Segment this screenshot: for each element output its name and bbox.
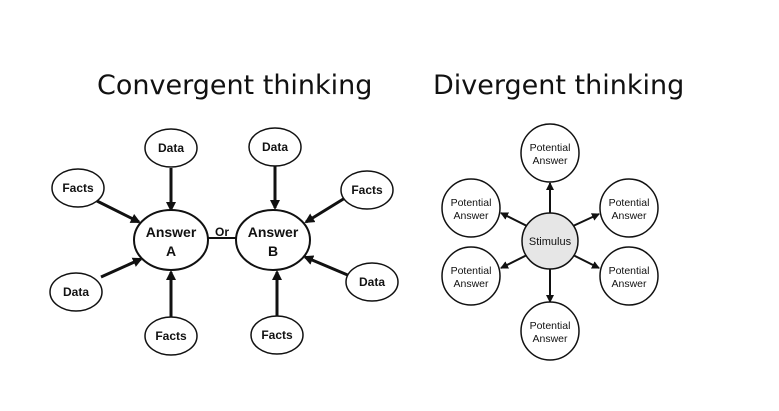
svg-text:Facts: Facts (351, 183, 383, 197)
answer-a-label-line2: A (166, 243, 176, 259)
svg-text:Facts: Facts (62, 181, 94, 195)
answer-a-label-line1: Answer (146, 224, 197, 240)
svg-text:Answer: Answer (611, 210, 647, 222)
svg-text:Facts: Facts (155, 329, 187, 343)
svg-text:Data: Data (359, 275, 385, 289)
input-node-a-facts-bottom: Facts (144, 316, 198, 356)
arrow-data-bottom-to-answer-a (100, 257, 143, 279)
svg-text:Data: Data (158, 141, 184, 155)
input-node-b-facts-right: Facts (340, 170, 394, 210)
svg-text:Answer: Answer (453, 278, 489, 290)
arrow-stimulus-to-lower-right (572, 254, 600, 269)
input-node-b-data-bottom-right: Data (345, 262, 399, 302)
svg-text:Answer: Answer (532, 333, 568, 345)
arrow-stimulus-to-upper-left (500, 212, 528, 227)
stimulus-node: Stimulus (521, 212, 579, 270)
arrow-stimulus-to-lower-left (500, 254, 528, 269)
input-node-a-data-top: Data (144, 128, 198, 168)
stimulus-label: Stimulus (529, 236, 572, 248)
input-node-a-facts-left: Facts (51, 168, 105, 208)
arrow-stimulus-to-upper-right (572, 213, 600, 227)
svg-text:Potential: Potential (609, 197, 650, 209)
potential-answer-upper-left: Potential Answer (441, 178, 501, 238)
convergent-diagram: Or Answer A Answer B Data Facts (49, 127, 399, 356)
svg-text:Potential: Potential (530, 142, 571, 154)
answer-b-label-line1: Answer (248, 224, 299, 240)
svg-text:Answer: Answer (532, 155, 568, 167)
potential-answer-top: Potential Answer (520, 123, 580, 183)
answer-b-node: Answer B (235, 209, 311, 271)
convergent-thinking-title: Convergent thinking (97, 70, 373, 101)
divergent-diagram: Stimulus Potential Answer Potential Answ… (441, 123, 659, 361)
potential-answer-lower-left: Potential Answer (441, 246, 501, 306)
svg-text:Potential: Potential (451, 265, 492, 277)
svg-text:Potential: Potential (451, 197, 492, 209)
arrow-data-bottom-to-answer-b (303, 255, 351, 278)
divergent-thinking-title: Divergent thinking (433, 70, 685, 101)
svg-text:Data: Data (262, 140, 288, 154)
svg-text:Facts: Facts (261, 328, 293, 342)
arrow-facts-to-answer-a (96, 199, 141, 224)
input-node-a-data-bottom-left: Data (49, 272, 103, 312)
potential-answer-upper-right: Potential Answer (599, 178, 659, 238)
svg-text:Data: Data (63, 285, 89, 299)
svg-text:Potential: Potential (609, 265, 650, 277)
input-node-b-facts-bottom: Facts (250, 315, 304, 355)
potential-answer-bottom: Potential Answer (520, 301, 580, 361)
svg-text:Answer: Answer (453, 210, 489, 222)
input-node-b-data-top: Data (248, 127, 302, 167)
or-connector-label: Or (215, 225, 229, 239)
answer-b-label-line2: B (268, 243, 278, 259)
svg-text:Answer: Answer (611, 278, 647, 290)
potential-answer-lower-right: Potential Answer (599, 246, 659, 306)
svg-text:Potential: Potential (530, 320, 571, 332)
arrow-facts-to-answer-b (304, 196, 346, 224)
answer-a-node: Answer A (133, 209, 209, 271)
